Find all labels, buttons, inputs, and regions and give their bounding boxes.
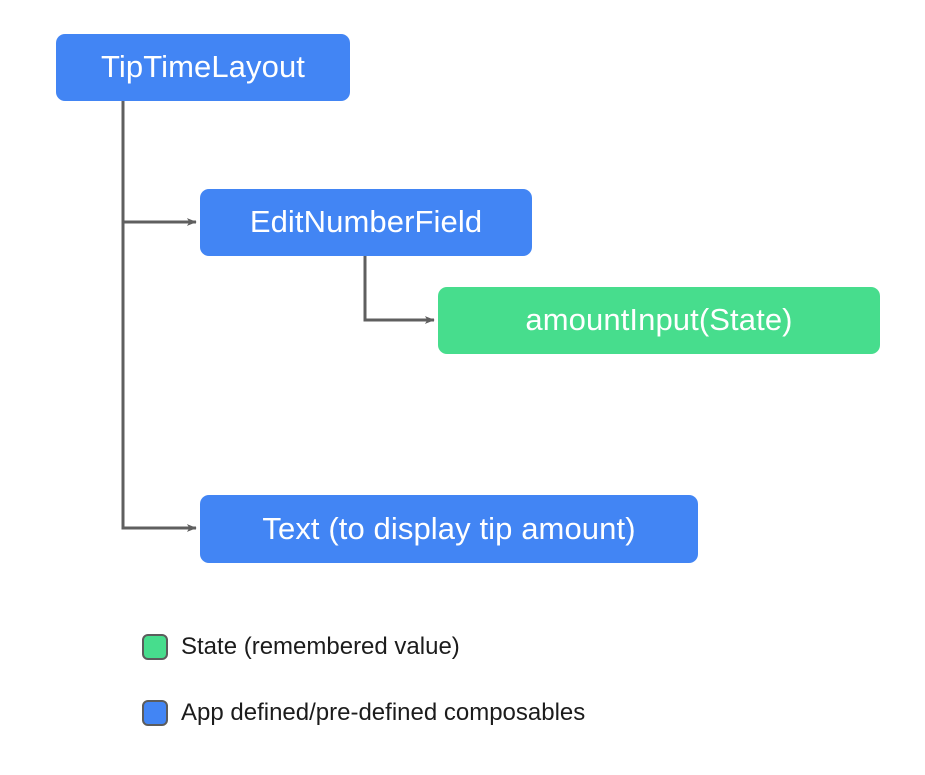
node-amountinput-state[interactable]: amountInput(State): [438, 287, 880, 354]
legend-item-composables: App defined/pre-defined composables: [142, 697, 585, 729]
node-text-tip-amount-label: Text (to display tip amount): [262, 510, 636, 546]
node-editnumberfield-label: EditNumberField: [249, 204, 483, 239]
legend-item-composables-label: App defined/pre-defined composables: [181, 699, 586, 726]
legend: State (remembered value) App defined/pre…: [142, 631, 585, 729]
legend-swatch-state-icon: [142, 634, 168, 660]
edge-tiptimelayout-to-editnumberfield: [121, 101, 197, 226]
node-amountinput-state-label: amountInput(State): [525, 302, 793, 337]
node-tiptimelayout-label: TipTimeLayout: [100, 49, 306, 84]
node-tiptimelayout[interactable]: TipTimeLayout: [56, 34, 350, 101]
node-text-tip-amount[interactable]: Text (to display tip amount): [200, 495, 698, 563]
legend-swatch-composable-icon: [142, 700, 168, 726]
node-editnumberfield[interactable]: EditNumberField: [200, 189, 532, 256]
edge-tiptimelayout-to-text: [121, 222, 197, 532]
edge-editnumberfield-to-amountinput: [363, 256, 435, 324]
legend-item-state-label: State (remembered value): [181, 633, 460, 660]
legend-item-state: State (remembered value): [142, 631, 585, 663]
